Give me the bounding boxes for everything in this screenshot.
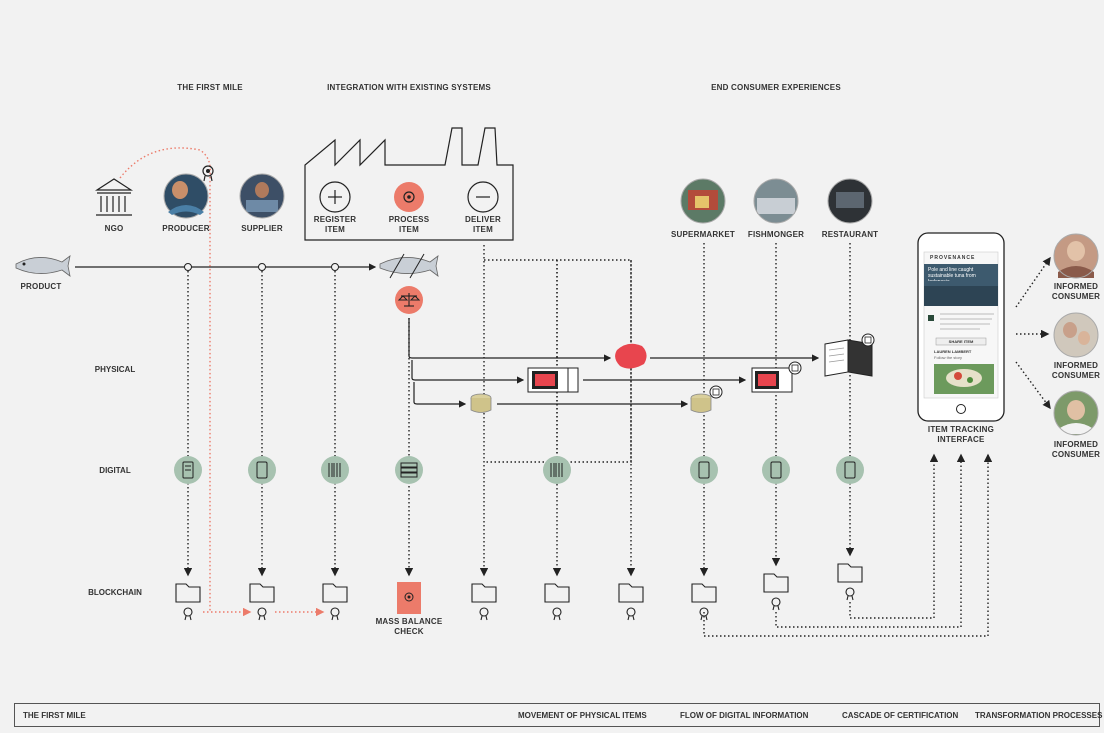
blockchain-folders <box>175 563 863 603</box>
supplier-photo <box>239 173 285 219</box>
phone-headline: Pole and line caught sustainable tuna fr… <box>928 267 976 281</box>
register-item-icon <box>319 181 351 213</box>
process-server-node <box>395 456 423 484</box>
restaurant-label: RESTAURANT <box>821 230 879 239</box>
producer-certificate-icon <box>202 165 214 182</box>
producer-photo <box>163 173 209 219</box>
barcode-icon <box>550 463 563 477</box>
deliver-item-icon <box>467 181 499 213</box>
product-label: PRODUCT <box>20 282 62 291</box>
server-icon <box>400 462 418 478</box>
section-integration: INTEGRATION WITH EXISTING SYSTEMS <box>327 83 491 92</box>
supermarket-photo <box>680 178 726 224</box>
legend-title: THE FIRST MILE <box>23 711 86 720</box>
register-barcode-node <box>321 456 349 484</box>
tuna-can-icon <box>470 393 492 413</box>
digital-nodes <box>174 456 864 484</box>
row-label-physical: PHYSICAL <box>94 365 136 374</box>
legend-transformation: TRANSFORMATION PROCESSES <box>975 711 1103 720</box>
phone-share-button[interactable]: SHARE ITEM <box>948 339 974 344</box>
legend-cascade: CASCADE OF CERTIFICATION <box>842 711 959 720</box>
item-tracking-phone <box>917 232 1005 422</box>
restaurant-menu-icon <box>824 333 875 377</box>
phone-brand: PROVENANCE <box>930 255 976 261</box>
supermarket-device-node <box>690 456 718 484</box>
phone-caption-sub: Follow the story <box>934 355 963 360</box>
legend-movement: MOVEMENT OF PHYSICAL ITEMS <box>518 711 647 720</box>
process-item-icon <box>394 182 424 212</box>
fishmonger-photo <box>753 178 799 224</box>
row-label-blockchain: BLOCKCHAIN <box>88 588 142 597</box>
processed-fish-icon <box>379 253 439 279</box>
fishmonger-label: FISHMONGER <box>747 230 805 239</box>
mass-balance-check-icon <box>397 582 421 614</box>
informed-consumer-photo-3 <box>1053 390 1099 436</box>
informed-consumer-photo-1 <box>1053 233 1099 279</box>
retail-tuna-can-icon <box>690 385 723 413</box>
phone-caption-name: LAUREN LAMBERT <box>934 349 972 354</box>
packaged-tuna-icon <box>527 367 579 393</box>
fishmonger-device-node <box>762 456 790 484</box>
retail-packaged-tuna-icon <box>751 361 802 393</box>
ngo-icon <box>94 178 134 216</box>
informed-consumer-photo-2 <box>1053 312 1099 358</box>
ngo-label: NGO <box>104 224 124 233</box>
deliver-barcode-node <box>543 456 571 484</box>
supermarket-label: SUPERMARKET <box>671 230 735 239</box>
restaurant-device-node <box>836 456 864 484</box>
producer-label: PRODUCER <box>162 224 210 233</box>
scale-process-icon <box>395 286 423 314</box>
factory-outline <box>304 127 514 241</box>
row-label-digital: DIGITAL <box>99 466 131 475</box>
fish-icon <box>15 255 71 277</box>
legend-flow: FLOW OF DIGITAL INFORMATION <box>680 711 809 720</box>
supplier-label: SUPPLIER <box>241 224 283 233</box>
section-end-consumer: END CONSUMER EXPERIENCES <box>711 83 841 92</box>
legend: THE FIRST MILE MOVEMENT OF PHYSICAL ITEM… <box>14 703 1103 727</box>
barcode-icon <box>328 463 341 477</box>
restaurant-photo <box>827 178 873 224</box>
supplier-device-node <box>248 456 276 484</box>
certificate-icons <box>183 587 855 621</box>
section-first-mile: THE FIRST MILE <box>177 83 243 92</box>
tuna-steak-icon <box>615 343 647 369</box>
